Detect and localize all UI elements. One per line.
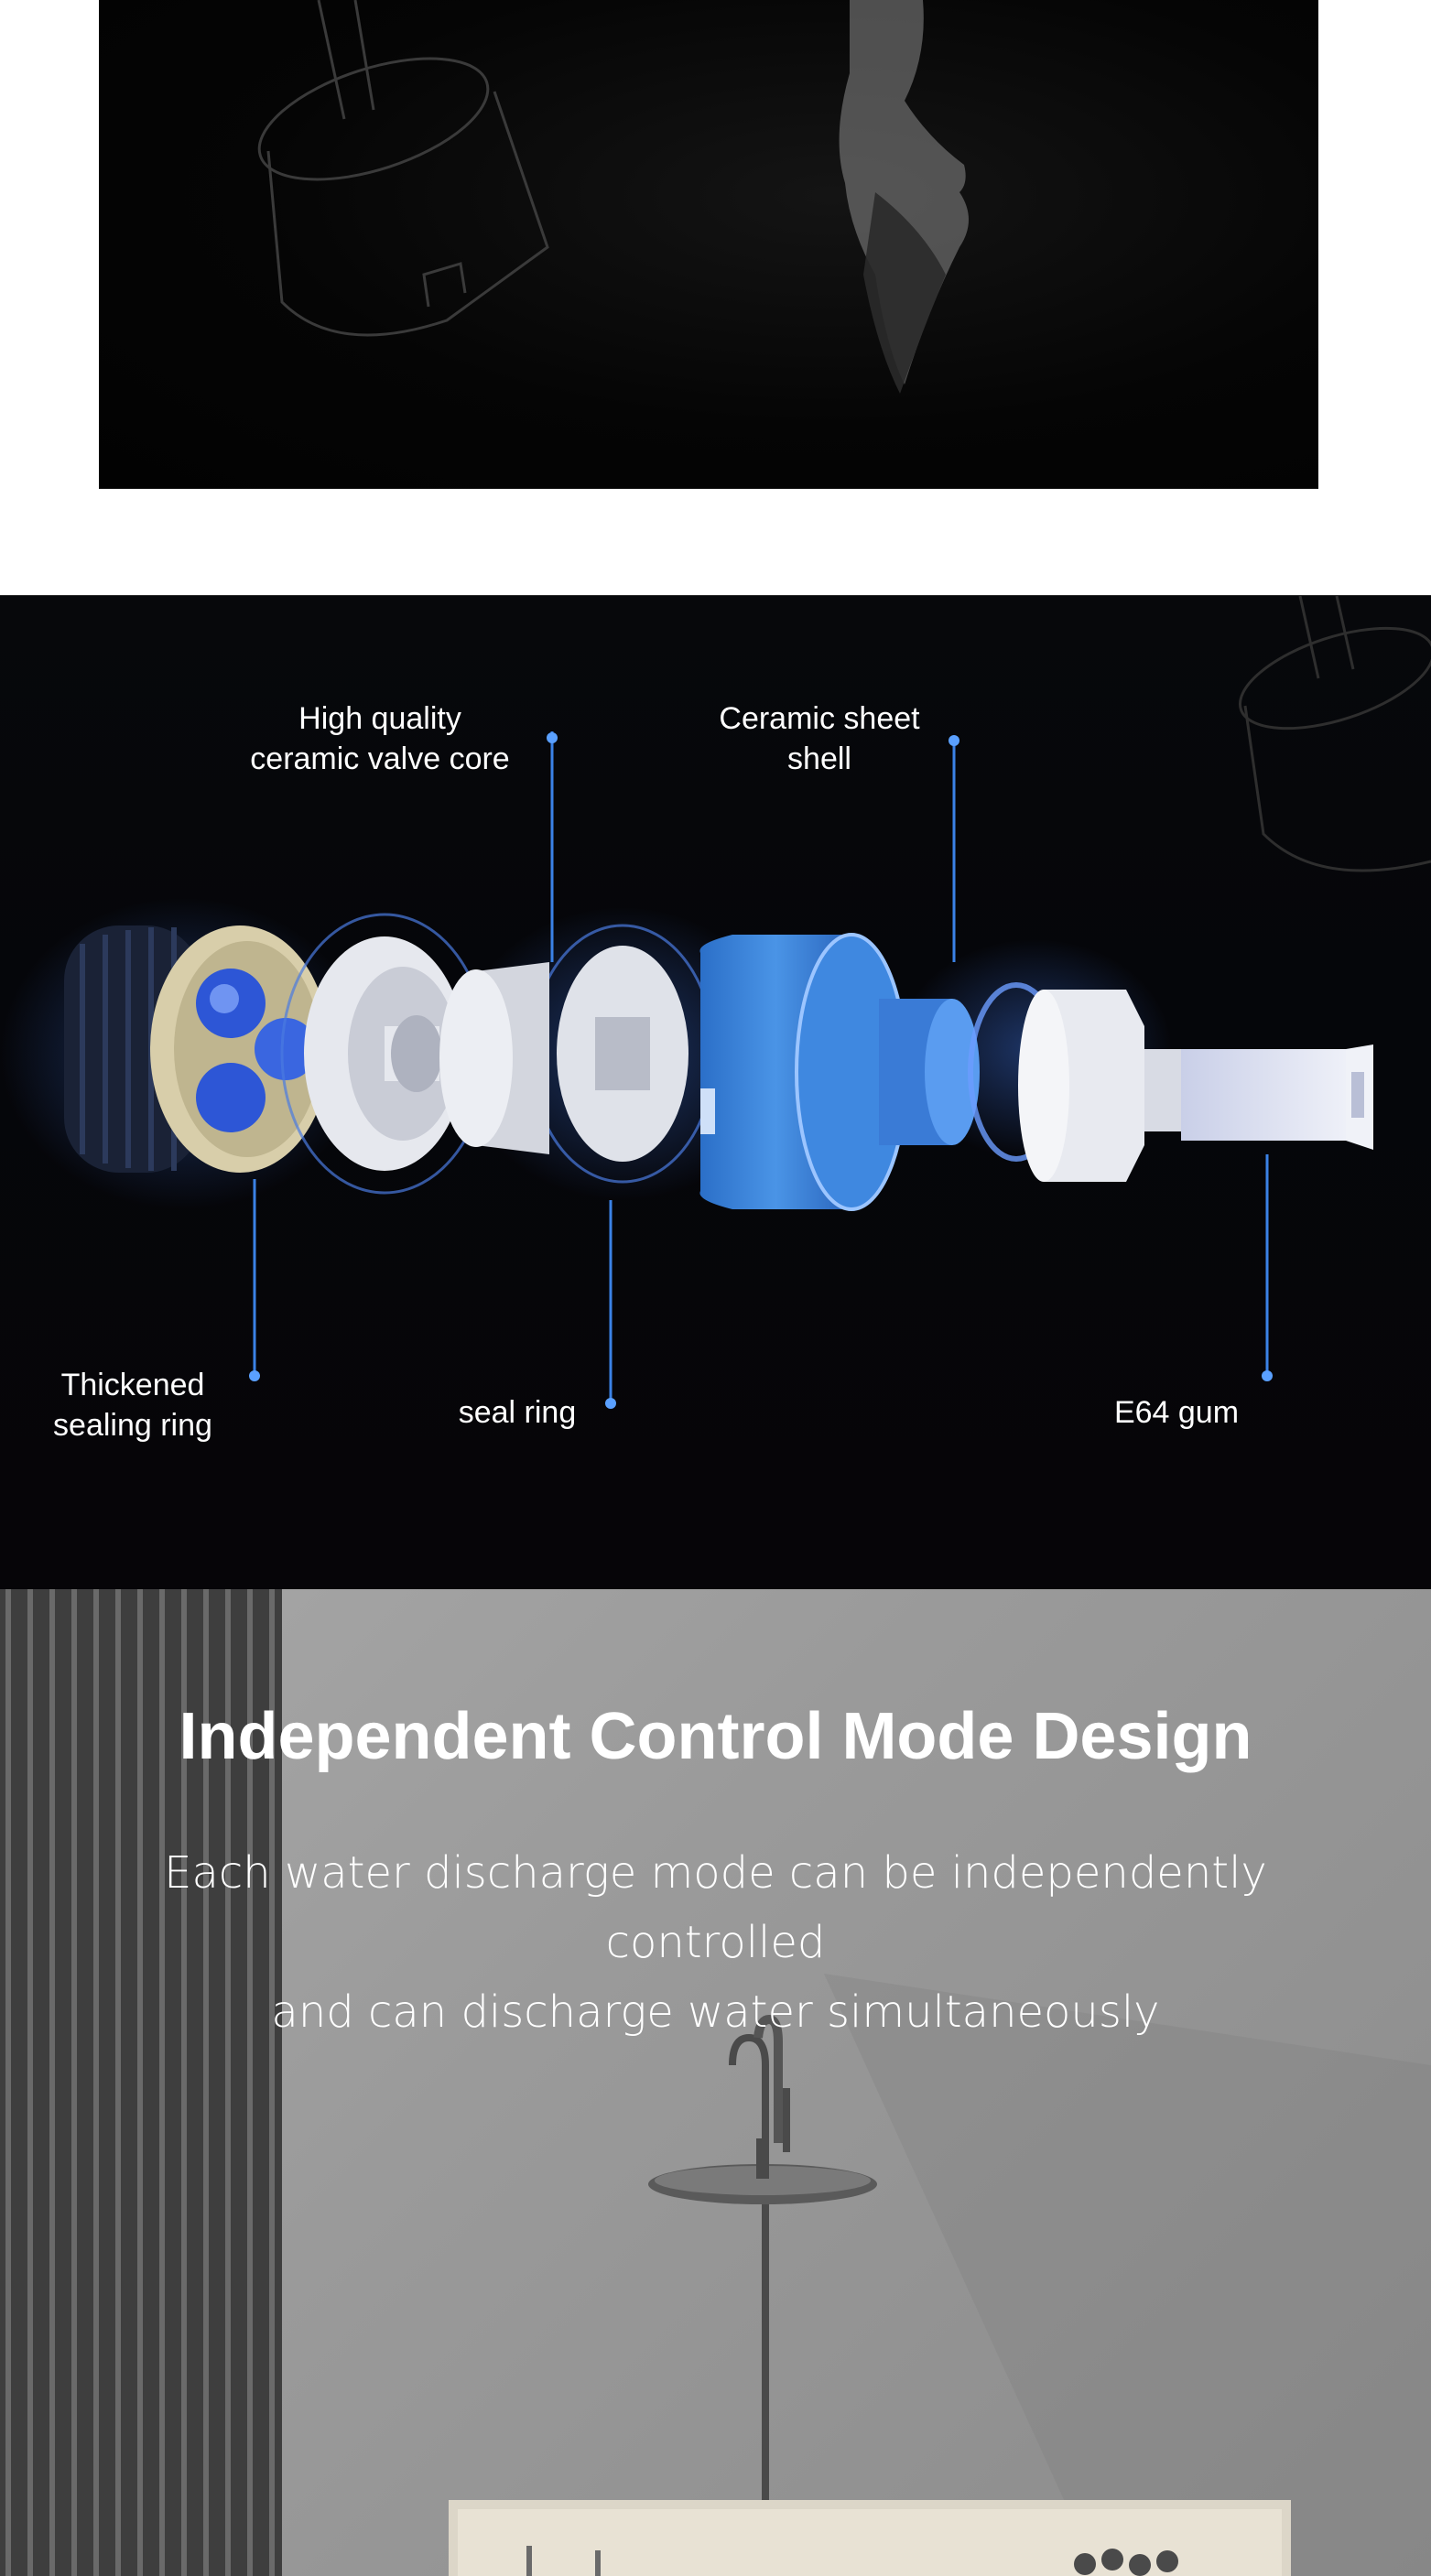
ceramic-valve-core-part (439, 962, 549, 1154)
section-title: Independent Control Mode Design (179, 1700, 1252, 1773)
valve-outline-icon (257, 0, 549, 337)
wall-niche (449, 2500, 1291, 2576)
label-e64-gum: E64 gum (1113, 1395, 1240, 1430)
valve-exploded-diagram: High quality ceramic valve core Ceramic … (0, 595, 1431, 1590)
seal-ring-part (557, 946, 688, 1162)
callout-lines (253, 731, 1269, 1402)
label-thickened-ring: Thickened sealing ring (53, 1368, 212, 1443)
shower-scene-artwork (0, 1589, 1431, 2576)
label-seal-ring: seal ring (458, 1395, 577, 1430)
e64-gum-part (1018, 990, 1181, 1182)
ceramic-sheet-shell-part (699, 933, 980, 1211)
callout-dots (249, 732, 1273, 1409)
corner-valve-outline-icon (1238, 596, 1431, 872)
valve-stem-part (1181, 1044, 1373, 1150)
section-subtitle: Each water discharge mode can be indepen… (164, 1847, 1267, 2038)
ceramic-disc-part (304, 936, 465, 1171)
label-valve-core: High quality ceramic valve core (250, 701, 510, 776)
hero-image (99, 0, 1318, 489)
slat-lines (5, 1589, 275, 2576)
valve-face-artwork (257, 0, 969, 394)
shower-head-icon (648, 2014, 877, 2514)
thickened-sealing-ring-part (150, 925, 330, 1173)
label-ceramic-shell: Ceramic sheet shell (719, 701, 920, 776)
shower-scene: Independent Control Mode Design Each wat… (0, 1589, 1431, 2576)
valve-exploded-artwork (0, 596, 1431, 1409)
